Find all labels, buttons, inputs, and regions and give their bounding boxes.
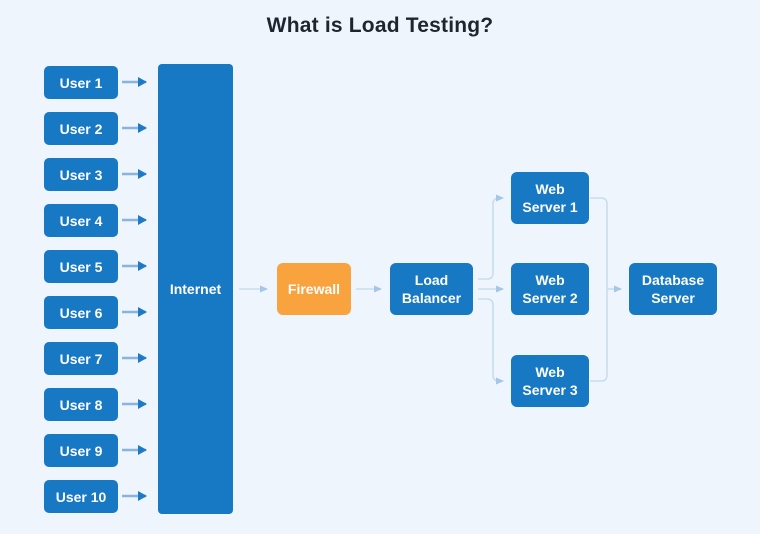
node-user-10: User 10	[44, 480, 118, 513]
diagram-title: What is Load Testing?	[266, 14, 494, 37]
node-user-7: User 7	[44, 342, 118, 375]
node-user-9: User 9	[44, 434, 118, 467]
node-user-3: User 3	[44, 158, 118, 191]
arrow-load-balancer-to-web-server-3-icon	[478, 298, 504, 385]
node-user-5: User 5	[44, 250, 118, 283]
node-user-6: User 6	[44, 296, 118, 329]
node-web-server-2: Web Server 2	[511, 263, 589, 315]
node-user-4: User 4	[44, 204, 118, 237]
arrows-users-to-internet	[122, 77, 147, 501]
node-database-server: Database Server	[629, 263, 717, 315]
arrow-load-balancer-to-web-server-1-icon	[478, 194, 504, 280]
node-web-server-3: Web Server 3	[511, 355, 589, 407]
node-user-8: User 8	[44, 388, 118, 421]
connector-web-servers-join-icon	[590, 197, 608, 382]
node-firewall: Firewall	[277, 263, 351, 315]
node-user-1: User 1	[44, 66, 118, 99]
node-web-server-1: Web Server 1	[511, 172, 589, 224]
node-internet: Internet	[158, 64, 233, 514]
node-load-balancer: Load Balancer	[390, 263, 473, 315]
node-user-2: User 2	[44, 112, 118, 145]
